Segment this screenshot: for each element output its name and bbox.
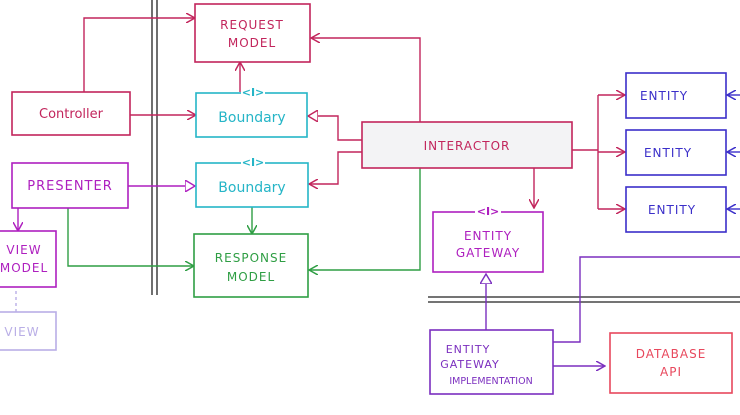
arrow-presenter-to-response-model xyxy=(67,208,193,266)
boundary-output-label: Boundary xyxy=(218,180,285,196)
database-api-label-line1: DATABASE xyxy=(636,347,707,361)
impl-label-line1: ENTITY xyxy=(446,343,491,356)
view-model-label-line1: VIEW xyxy=(6,243,41,257)
entity-box-1: ENTITY xyxy=(625,72,727,119)
presenter-label: PRESENTER xyxy=(27,179,112,194)
entity-gateway-label-line2: GATEWAY xyxy=(456,246,520,260)
database-api-label-line2: API xyxy=(660,365,682,379)
response-model-label-line2: MODEL xyxy=(227,270,275,284)
interactor-box: INTERACTOR xyxy=(361,121,573,169)
boundary-output-box: <I> Boundary xyxy=(195,155,309,208)
view-model-box: VIEW MODEL xyxy=(0,230,57,288)
entity-box-3: ENTITY xyxy=(625,186,727,233)
boundary-input-label: Boundary xyxy=(218,110,285,126)
response-model-box: RESPONSE MODEL xyxy=(193,233,309,298)
database-api-box: DATABASE API xyxy=(609,332,733,394)
connectors xyxy=(16,18,740,366)
boundary-input-interface-marker: <I> xyxy=(242,86,265,99)
request-model-label-line2: MODEL xyxy=(228,36,276,50)
impl-label-line2: GATEWAY xyxy=(440,358,500,371)
entity-gateway-interface-marker: <I> xyxy=(477,205,500,218)
view-model-label-line2: MODEL xyxy=(0,261,48,275)
arrow-interactor-to-request-model xyxy=(312,38,421,122)
view-label: VIEW xyxy=(4,325,39,339)
entity-box-2: ENTITY xyxy=(625,129,727,176)
presenter-box: PRESENTER xyxy=(11,162,129,209)
entity-label-1: ENTITY xyxy=(640,89,688,103)
entity-gateway-box: <I> ENTITY GATEWAY xyxy=(432,204,544,273)
response-model-label-line1: RESPONSE xyxy=(215,251,287,265)
request-model-box: REQUEST MODEL xyxy=(194,3,311,63)
boundary-lines xyxy=(151,0,740,303)
entity-gateway-label-line1: ENTITY xyxy=(464,229,512,243)
impl-label-line3: IMPLEMENTATION xyxy=(449,376,532,387)
arrow-interactor-implements-boundary xyxy=(308,116,362,141)
interactor-label: INTERACTOR xyxy=(424,139,511,153)
entity-label-3: ENTITY xyxy=(648,203,696,217)
boundary-input-box: <I> Boundary xyxy=(195,85,308,138)
controller-label: Controller xyxy=(39,107,104,122)
controller-box: Controller xyxy=(11,91,131,136)
view-box: VIEW xyxy=(0,311,57,351)
arrow-interactor-to-response-model xyxy=(310,168,421,270)
boundary-output-interface-marker: <I> xyxy=(242,156,265,169)
arrow-impl-to-entities xyxy=(553,256,740,343)
arrow-controller-to-request-model xyxy=(83,18,194,92)
entity-gateway-implementation-box: ENTITY GATEWAY IMPLEMENTATION xyxy=(429,329,554,395)
arrow-interactor-to-output-boundary xyxy=(310,151,362,184)
entity-label-2: ENTITY xyxy=(644,146,692,160)
request-model-label-line1: REQUEST xyxy=(220,18,284,32)
